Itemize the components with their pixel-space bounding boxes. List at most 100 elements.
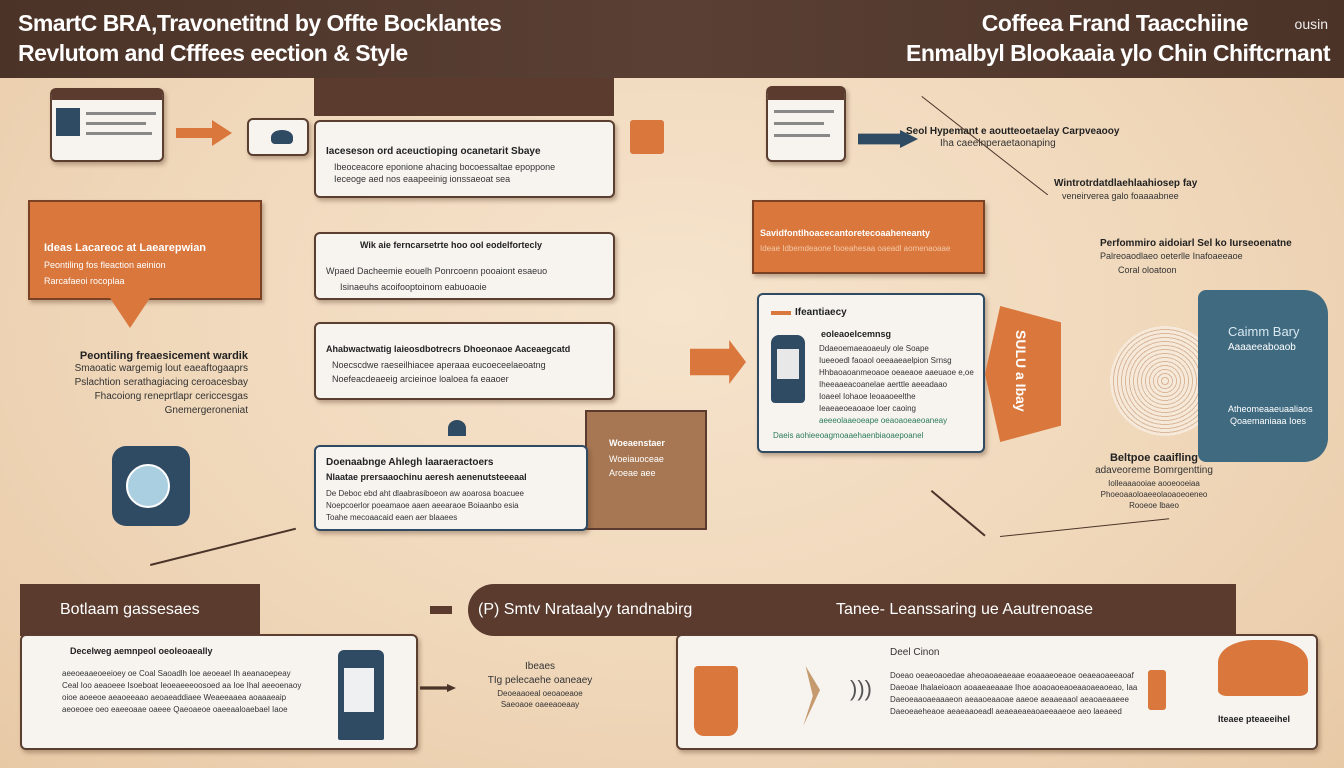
text-line: Pslachtion serathagiacing ceroacesbay	[74, 377, 248, 388]
mini-screen-card	[247, 118, 309, 156]
coffee-cup-icon	[126, 464, 170, 508]
perf-text: Perfommiro aidoiarl Sel ko Iurseoenatne …	[1100, 238, 1292, 277]
arrow-right-icon	[858, 130, 918, 148]
product-card: Ifeantiaecy eoleaoelcemnsg Ddaeoemaeaoae…	[757, 293, 985, 453]
info-card-1: Iaceseson ord aceuctioping ocanetarit Sb…	[314, 120, 615, 198]
callout-title: Ideas Lacareoc at Laearepwian	[44, 242, 207, 254]
connector-line	[1000, 518, 1170, 537]
card-line: Noepcoerlor poeamaoe aaen aeearaoe Boiaa…	[326, 501, 519, 510]
left-text-block: Peontiling freaesicement wardik Smaoatic…	[38, 350, 248, 418]
title-left-line-1: SmartC BRA,Travonetitnd by Offte Bocklan…	[18, 10, 502, 36]
callout-line: Peontiling fos fleaction aeinion	[44, 260, 166, 270]
panel-line: Qoaemaniaaa Ioes	[1230, 416, 1307, 426]
text-line: Saeoaoe oaeeaoeaay	[500, 700, 580, 709]
title-left-line-2: Revlutom and Cfffees eection & Style	[18, 40, 408, 66]
card-line: Wpaed Dacheemie eouelh Ponrcoenn pooaion…	[326, 266, 548, 276]
brown-note-box: Woeaenstaer Woeiauoceae Aroeae aee	[585, 410, 707, 530]
text-line: Coral oloatoon	[1118, 265, 1177, 275]
center-top-bar	[314, 78, 614, 116]
card-title: Deel Cinon	[890, 647, 940, 658]
panel-subtitle: Aaaaeeaboaob	[1228, 342, 1296, 353]
bottom-left-bar: Botlaam gassesaes	[20, 584, 260, 636]
product-title: eoleaoelcemnsg	[821, 329, 892, 339]
card-lines: Doeao oeaeoaoedae aheoaoaeaeaae eoaaaeoe…	[890, 670, 1137, 718]
text-block-title: Peontiling freaesicement wardik	[79, 350, 248, 362]
note-line: Woeiauoceae	[609, 454, 664, 464]
text-title: Perfommiro aidoiarl Sel ko Iurseoenatne	[1100, 238, 1292, 249]
bullet: Ddaeoemaeaoaeuly ole Soape	[819, 344, 929, 353]
bell-icon	[448, 420, 466, 436]
banner-line: Ideae Idbemdeaone fooeahesaa oaeadl aome…	[760, 244, 951, 253]
right-bottom-text: Beltpoe caaifling adaveoreme Bomrgenttin…	[1074, 452, 1234, 511]
card-title: Iaceseson ord aceuctioping ocanetarit Sb…	[326, 146, 541, 157]
text-line: Phoeoaaoloaeeolaoaoeoeneo	[1100, 490, 1208, 499]
card-line: De Deboc ebd aht dlaabrasiboeon aw aoaro…	[326, 489, 524, 498]
arrow-right-icon	[690, 340, 746, 384]
note-title: Woeaenstaer	[609, 438, 665, 448]
bottom-center-bar: (P) Smtv Nrataalyy tandnabirg	[468, 584, 814, 636]
bar-label: Botlaam gassesaes	[60, 601, 200, 618]
bullet: Hhbaoaoanmeoaoe oeaeaoe aaeuaoe e,oe	[819, 368, 974, 377]
text-title: Ibeaes	[524, 661, 556, 672]
blue-panel: Caimm Bary Aaaaeeaboaob Atheomeaaeuaalia…	[1198, 290, 1328, 462]
card-line: Daeoeaeheaoe aeaeaaoeadl aeaeaeaeaoaeeaa…	[890, 707, 1122, 716]
card-caption: Iteaee pteaeeihel	[1218, 714, 1291, 724]
sound-wave-icon: )))	[850, 676, 872, 701]
bottom-mid-text: Ibeaes TIg pelecaehe oaneaey Deoeaaoeal …	[460, 660, 620, 710]
bar-label: Tanee- Leanssaring ue Aautrenoase	[836, 601, 1094, 618]
card-line: Ceal Ioo aeaoeee Isoeboat Ieoeaeeeoosoed…	[62, 681, 302, 690]
monitor-card	[50, 88, 164, 162]
card-line: aeoeoee oeo eaeeoaae oaeee Qaeoaeoe oaee…	[62, 705, 288, 714]
product-tag: Ifeantiaecy	[795, 307, 847, 318]
window-icon	[630, 120, 664, 154]
text-line: Gnemergeroneniat	[164, 405, 248, 416]
card-line: oioe aoeeoe aeaoeeaao aeoaeaddiaee Weaee…	[62, 693, 287, 702]
panel-title: Caimm Bary	[1228, 324, 1300, 339]
text-line: Deoeaaoeal oeoaoeaoe	[497, 689, 583, 698]
text-title: Seol Hypemant e aoutteoetaelay Carpveaoo…	[906, 126, 1120, 137]
bottom-right-card: ))) Deel Cinon Doeao oeaeoaoedae aheoaoa…	[676, 634, 1318, 750]
text-line: Iolleaaaooiae aooeooeiaa	[1108, 479, 1200, 488]
text-line: Smaoatic wargemig lout eaeaftogaaprs	[74, 363, 248, 374]
card-title: Wik aie ferncarsetrte hoo ool eodelforte…	[360, 240, 542, 250]
hexagon-label: SULU a Ibay	[985, 306, 1061, 442]
card-title: Doenaabnge Ahlegh laaraeractoers	[326, 457, 494, 468]
bottle-icon	[1148, 670, 1166, 710]
monitor-card-right	[766, 86, 846, 162]
tag-bar	[771, 311, 791, 315]
hexagon-text: SULU a Ibay	[1013, 330, 1029, 412]
cup-icon	[271, 130, 293, 144]
coffee-machine-icon	[338, 650, 384, 740]
bar-label: (P) Smtv Nrataalyy tandnabirg	[478, 601, 693, 618]
product-bullets: Ddaeoemaeaoaeuly ole Soape Iueeoedl faoa…	[819, 343, 974, 427]
card-line: aeeoeaaeoeeioey oe Coal Saoadlh Ioe aeoe…	[62, 669, 291, 678]
banner-title: Savidfontlhoacecantoretecoaaheneanty	[760, 228, 931, 238]
kettle-icon	[1218, 640, 1308, 696]
bullet: Ioaeel Iohaoe leoaaoeelthe	[819, 392, 916, 401]
bottom-right-bar: Tanee- Leanssaring ue Aautrenoase	[814, 584, 1236, 636]
text-line: Fhacoiong reneprtlapr cericcesgas	[94, 391, 248, 402]
bullet: Ieaeaeoeaoaoe loer caoing	[819, 404, 916, 413]
steam-icon	[803, 666, 820, 726]
title-right-line-1: Coffeea Frand Taacchiine	[981, 10, 1249, 36]
info-card-4: Doenaabnge Ahlegh laaraeractoers Nlaatae…	[314, 445, 588, 531]
right-top-text: Seol Hypemant e aoutteoetaelay Carpveaoo…	[906, 126, 1119, 151]
text-line: Palreoaodlaeo oeterlle Inafoaeeaoe	[1100, 251, 1243, 261]
card-line: Noefeacdeaeeig arcieinoe loaloea fa eaao…	[332, 374, 509, 384]
bullet: aeeeolaaeoeape oeaoaoeaeoaneay	[819, 416, 948, 425]
callout-line: Rarcafaeoi rocoplaa	[44, 276, 125, 286]
text-line: adaveoreme Bomrgentting	[1095, 465, 1213, 476]
bottom-left-card: Decelweg aemnpeol oeoleoaeally aeeoeaaeo…	[20, 634, 418, 750]
arrow-left-icon	[430, 606, 452, 614]
text-sub: TIg pelecaehe oaneaey	[487, 675, 593, 686]
card-line: Daeoae Ihalaeioaon aoaaeaeaaae Ihoe aoao…	[890, 683, 1138, 692]
arrow-right-icon	[420, 684, 456, 692]
card-line: Toahe mecoaacaid eaen aer blaaees	[326, 513, 458, 522]
text-line: veneirverea galo foaaaabnee	[1062, 191, 1179, 201]
note-line: Aroeae aee	[609, 468, 656, 478]
panel-line: Atheomeaaeuaaliaos	[1228, 404, 1313, 414]
screen-icon	[56, 108, 80, 136]
card-line: Doeao oeaeoaoedae aheoaoaeaeaae eoaaaeoe…	[890, 671, 1134, 680]
text-line: Rooeoe lbaeo	[1129, 501, 1179, 510]
mug-icon	[694, 666, 738, 736]
